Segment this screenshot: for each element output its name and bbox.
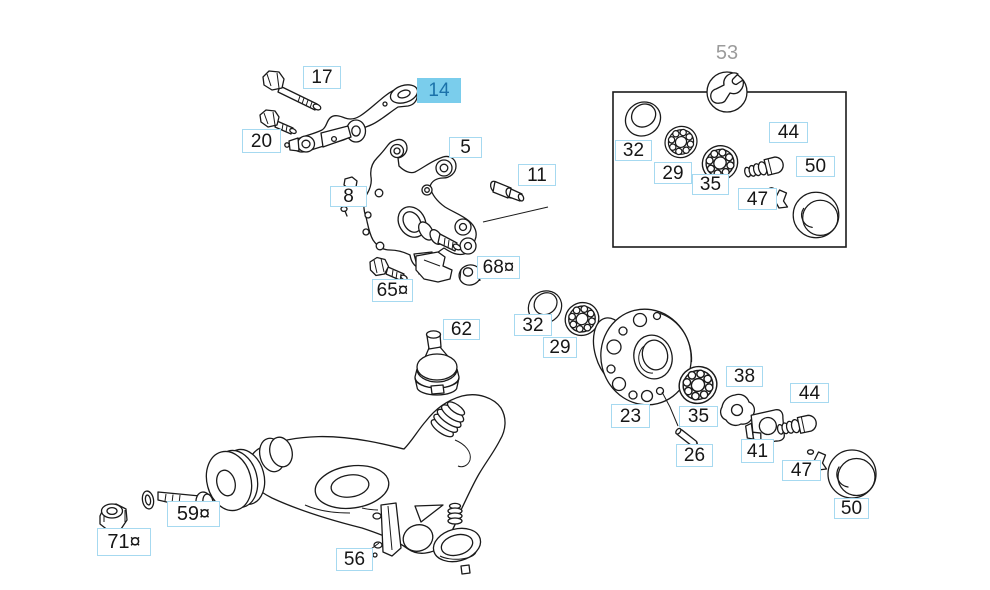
callout-62[interactable]: 62	[443, 319, 480, 340]
kit-seal-ring-32-drawing	[618, 94, 668, 144]
callout-47[interactable]: 47	[782, 460, 821, 481]
lock-nut-71-drawing	[99, 503, 128, 532]
callout-38[interactable]: 38	[726, 366, 763, 387]
callout-53-repair-kit[interactable]: 53	[715, 42, 739, 64]
callout-65[interactable]: 65¤	[372, 279, 413, 302]
lower-control-arm-drawing	[205, 394, 506, 575]
callout-44[interactable]: 44	[790, 383, 829, 403]
collar-nut-68-drawing	[458, 264, 482, 286]
steering-knuckle-drawing	[362, 138, 477, 275]
callout-56[interactable]: 56	[336, 548, 373, 571]
callout-17[interactable]: 17	[303, 66, 341, 89]
upper-control-arm-drawing	[284, 84, 419, 153]
callout-26[interactable]: 26	[676, 444, 713, 467]
tab-washer-38-drawing	[719, 393, 756, 427]
callout-50-inset[interactable]: 50	[796, 156, 835, 177]
clamp-bracket-drawing	[415, 251, 453, 283]
callout-59[interactable]: 59¤	[167, 501, 220, 527]
callout-11[interactable]: 11	[518, 164, 556, 186]
kit-grease-cap-50-drawing	[792, 191, 840, 239]
callout-71[interactable]: 71¤	[97, 528, 151, 556]
callout-5[interactable]: 5	[449, 137, 482, 158]
callout-23[interactable]: 23	[611, 404, 650, 428]
callout-47-inset[interactable]: 47	[738, 188, 777, 210]
kit-bolt-44-drawing	[742, 154, 786, 182]
grease-cap-50-drawing	[827, 449, 877, 499]
callout-32-inset[interactable]: 32	[615, 140, 652, 161]
wrench-kit-icon	[706, 71, 748, 113]
sensor-11-drawing	[482, 180, 549, 223]
hex-bolt-17-drawing	[262, 70, 322, 111]
kit-bearing-29-drawing	[658, 119, 704, 165]
callout-29[interactable]: 29	[543, 337, 577, 358]
callout-35[interactable]: 35	[679, 406, 718, 427]
callout-50[interactable]: 50	[834, 498, 869, 519]
callout-44-inset[interactable]: 44	[769, 122, 808, 143]
repair-kit-inset-box	[612, 71, 847, 248]
callout-32[interactable]: 32	[514, 314, 552, 336]
callout-20[interactable]: 20	[242, 129, 281, 153]
arm-ball-joint-drawing	[432, 502, 482, 575]
callout-35-inset[interactable]: 35	[692, 174, 729, 195]
callout-8[interactable]: 8	[330, 186, 367, 207]
wheel-hub-23-drawing	[592, 308, 693, 406]
callout-41[interactable]: 41	[741, 439, 774, 463]
ball-joint-62-drawing	[414, 330, 460, 396]
bolt-65-drawing	[369, 256, 408, 282]
callout-29-inset[interactable]: 29	[654, 162, 692, 184]
callout-68[interactable]: 68¤	[477, 256, 520, 279]
callout-14-selected[interactable]: 14	[417, 78, 461, 103]
hex-bolt-20-drawing	[259, 109, 297, 135]
